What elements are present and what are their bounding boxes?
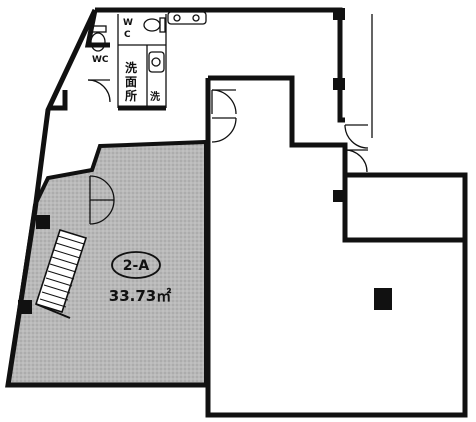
pillar [333, 78, 345, 90]
sink-icon [167, 11, 207, 25]
unit-area: 33.73㎡ [109, 287, 171, 305]
stairs-icon[interactable] [34, 229, 88, 319]
pillar [333, 8, 345, 20]
right-unit-wall [205, 75, 468, 418]
washroom-side-label: 洗 [150, 90, 160, 103]
wc-main-label: WC [92, 55, 109, 65]
pillar [18, 300, 32, 314]
door-swing-icon[interactable] [344, 149, 368, 173]
door-swing-icon[interactable] [344, 124, 369, 149]
toilet-icon [89, 25, 107, 52]
upper-right-wall [337, 10, 345, 123]
door-swing-icon[interactable] [211, 89, 237, 115]
door-swing-icon[interactable] [87, 79, 111, 103]
right-inner-notch [342, 175, 465, 243]
toilet-icon [143, 17, 166, 33]
washroom-label-1: 洗 [125, 60, 137, 75]
washroom-bottom-wall [48, 90, 68, 111]
sink-icon [148, 51, 165, 73]
wc-block-wall [84, 9, 110, 48]
unit-name-oval [111, 251, 161, 279]
pillar [333, 190, 345, 202]
washroom-label-2: 面 [125, 75, 137, 89]
door-swing-icon[interactable] [89, 175, 115, 201]
washroom-label-3: 所 [125, 88, 137, 103]
wc-small-label-w: W [123, 18, 133, 28]
pillar [374, 288, 392, 310]
unit-name: 2-A [123, 258, 150, 274]
pillar [36, 215, 50, 229]
door-swing-icon[interactable] [89, 199, 115, 225]
door-swing-icon[interactable] [211, 117, 237, 143]
wc-small-label-c: C [124, 30, 131, 40]
left-outer-wall [5, 8, 206, 388]
